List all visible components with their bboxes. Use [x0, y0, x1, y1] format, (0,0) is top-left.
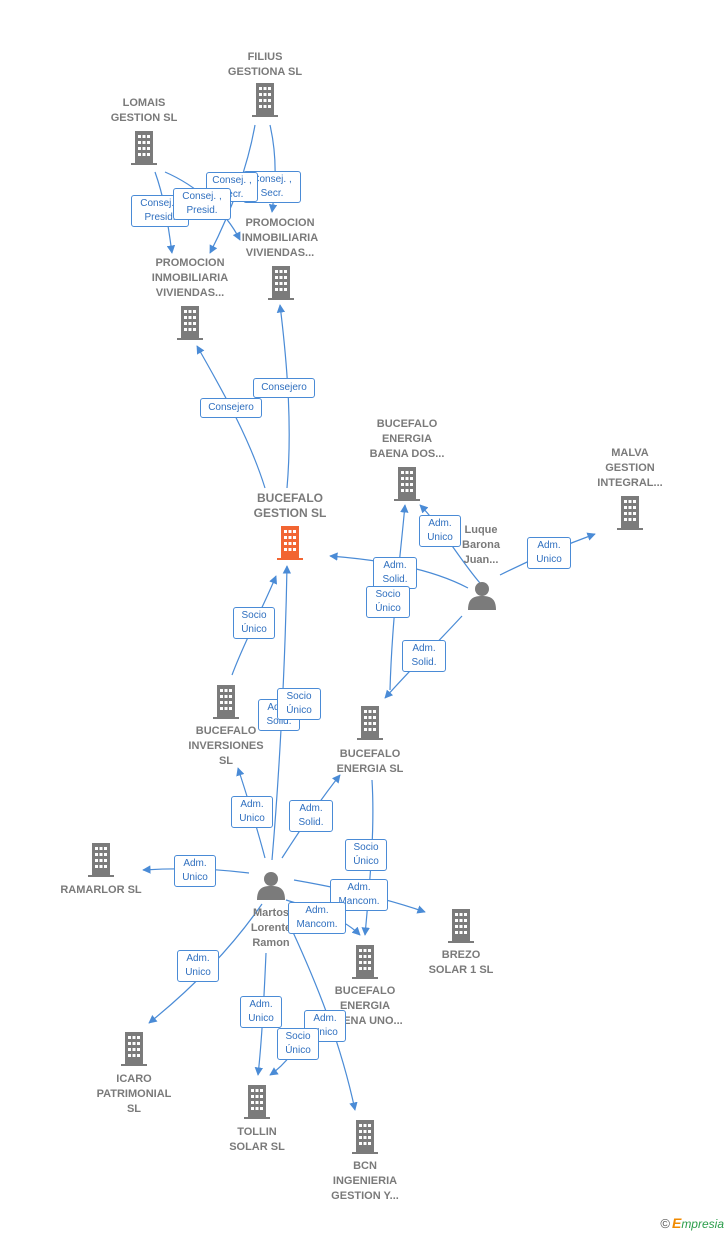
building-icon-inversiones[interactable]: [213, 685, 239, 719]
building-icon-ramarlor[interactable]: [88, 843, 114, 877]
relation-badge: Adm. Solid.: [373, 557, 417, 589]
node-label-luque[interactable]: Luque Barona Juan...: [462, 524, 500, 566]
building-icon-bcn[interactable]: [352, 1120, 378, 1154]
node-label-bcn[interactable]: BCN INGENIERIA GESTION Y...: [331, 1160, 399, 1202]
node-label-malva[interactable]: MALVA GESTION INTEGRAL...: [597, 447, 663, 489]
building-icon-filius[interactable]: [252, 83, 278, 117]
node-label-martos[interactable]: Martos Lorente Ramon: [250, 907, 292, 949]
building-icon-brezo[interactable]: [448, 909, 474, 943]
building-icon-lomais[interactable]: [131, 131, 157, 165]
node-label-tollin[interactable]: TOLLIN SOLAR SL: [229, 1126, 285, 1153]
building-icon-energia[interactable]: [357, 706, 383, 740]
relation-badge: Socio Único: [277, 688, 321, 720]
brand-watermark: ©Empresia: [660, 1215, 724, 1231]
building-icon-tollin[interactable]: [244, 1085, 270, 1119]
node-label-energia[interactable]: BUCEFALO ENERGIA SL: [336, 748, 404, 775]
brand-logo-text: mpresia: [681, 1217, 724, 1231]
relation-edge: [276, 304, 290, 489]
building-icon-baena-uno[interactable]: [352, 945, 378, 979]
building-icon-promo2[interactable]: [268, 266, 294, 300]
relation-badge: Socio Único: [345, 839, 387, 871]
node-label-promo2[interactable]: PROMOCION INMOBILIARIA VIVIENDAS...: [241, 217, 319, 259]
building-icon-promo1[interactable]: [177, 306, 203, 340]
relation-badge: Adm. Unico: [419, 515, 461, 547]
relation-badge: Adm. Unico: [177, 950, 219, 982]
node-label-filius[interactable]: FILIUS GESTIONA SL: [227, 51, 303, 78]
node-label-lomais[interactable]: LOMAIS GESTION SL: [110, 97, 178, 124]
brand-logo-e: E: [671, 1215, 682, 1231]
node-label-baena-dos[interactable]: BUCEFALO ENERGIA BAENA DOS...: [369, 418, 445, 460]
relation-badge: Adm. Solid.: [402, 640, 446, 672]
relation-badge: Adm. Solid.: [289, 800, 333, 832]
node-label-baena-uno[interactable]: BUCEFALO ENERGIA BAENA UNO...: [327, 985, 403, 1027]
relation-badge: Consej. , Secr.: [206, 172, 258, 202]
relation-badge: Adm. Unico: [240, 996, 282, 1028]
relation-badge: Socio Único: [233, 607, 275, 639]
person-icon-luque[interactable]: [468, 582, 496, 610]
relation-badge: Adm. Mancom.: [288, 902, 346, 934]
relation-badge: Socio Único: [366, 586, 410, 618]
relation-badge: Adm. Unico: [174, 855, 216, 887]
person-icon-martos[interactable]: [257, 872, 285, 900]
relation-badge: Adm. Unico: [231, 796, 273, 828]
building-icon-bucefalo-gestion[interactable]: [277, 526, 303, 560]
relation-badge: Consej. , Presid.: [173, 188, 231, 220]
copyright-symbol: ©: [660, 1216, 670, 1231]
building-icon-malva[interactable]: [617, 496, 643, 530]
relation-badge: Socio Único: [277, 1028, 319, 1060]
building-icon-icaro[interactable]: [121, 1032, 147, 1066]
node-label-promo1[interactable]: PROMOCION INMOBILIARIA VIVIENDAS...: [151, 257, 229, 299]
relation-badge: Consejero: [200, 398, 262, 418]
node-label-bucefalo-gestion[interactable]: BUCEFALO GESTION SL: [253, 491, 327, 520]
relation-badge: Adm. Unico: [527, 537, 571, 569]
node-label-icaro[interactable]: ICARO PATRIMONIAL SL: [96, 1073, 172, 1115]
building-icon-baena-dos[interactable]: [394, 467, 420, 501]
node-label-brezo[interactable]: BREZO SOLAR 1 SL: [428, 949, 494, 976]
node-label-ramarlor[interactable]: RAMARLOR SL: [60, 884, 142, 896]
node-label-inversiones[interactable]: BUCEFALO INVERSIONES SL: [188, 725, 264, 767]
relation-badge: Consejero: [253, 378, 315, 398]
